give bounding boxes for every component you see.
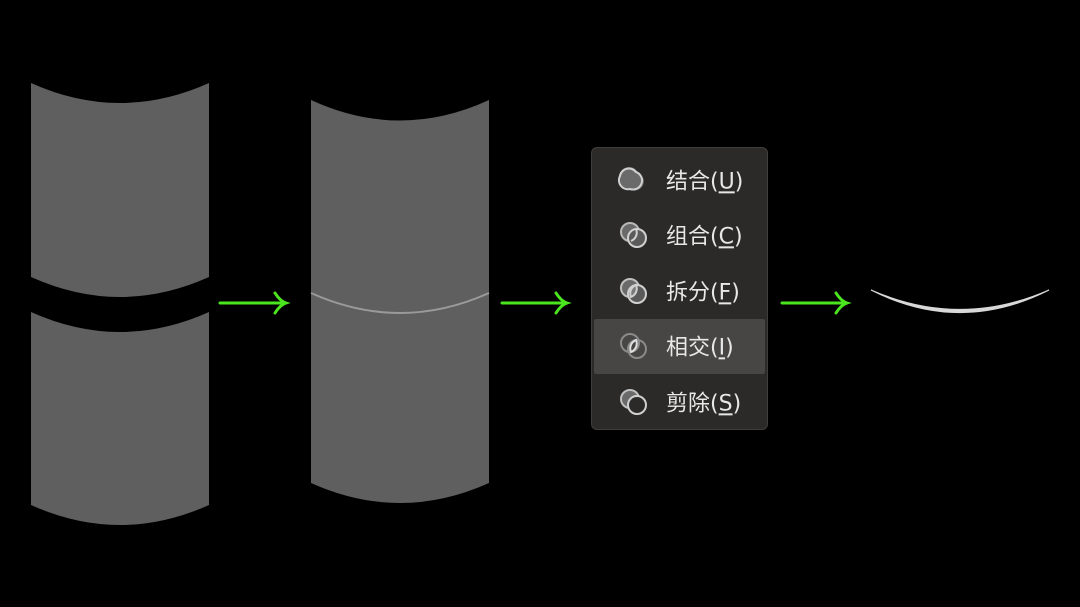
menu-item-fragment[interactable]: 拆分(F)	[594, 263, 765, 319]
fragment-icon	[620, 277, 647, 304]
accelerator-key: I	[718, 335, 726, 361]
merge-shapes-menu: 结合(U) 组合(C) 拆分(F) 相交(I) 剪除(S)	[591, 147, 768, 430]
menu-item-intersect[interactable]: 相交(I)	[594, 318, 765, 374]
menu-item-union[interactable]: 结合(U)	[594, 152, 765, 208]
accelerator-key: F	[718, 280, 732, 306]
subtract-icon	[620, 388, 647, 415]
arrow-right-icon	[218, 291, 291, 315]
bottom-cylinder	[31, 312, 209, 525]
top-cylinder	[31, 83, 209, 297]
joined-cylinder	[311, 100, 489, 503]
menu-item-subtract[interactable]: 剪除(S)	[594, 374, 765, 430]
accelerator-key: U	[718, 169, 735, 195]
menu-item-combine[interactable]: 组合(C)	[594, 208, 765, 264]
intersect-icon	[620, 333, 647, 360]
accelerator-key: C	[718, 224, 734, 250]
combine-icon	[620, 222, 647, 249]
touching-cylinders	[310, 100, 490, 503]
union-icon	[617, 166, 644, 191]
accelerator-key: S	[718, 391, 733, 417]
arrow-right-icon	[780, 291, 852, 315]
seam-line	[310, 292, 490, 314]
two-separate-cylinders	[31, 83, 209, 525]
arrow-right-icon	[500, 291, 572, 315]
intersection-result	[870, 289, 1050, 314]
